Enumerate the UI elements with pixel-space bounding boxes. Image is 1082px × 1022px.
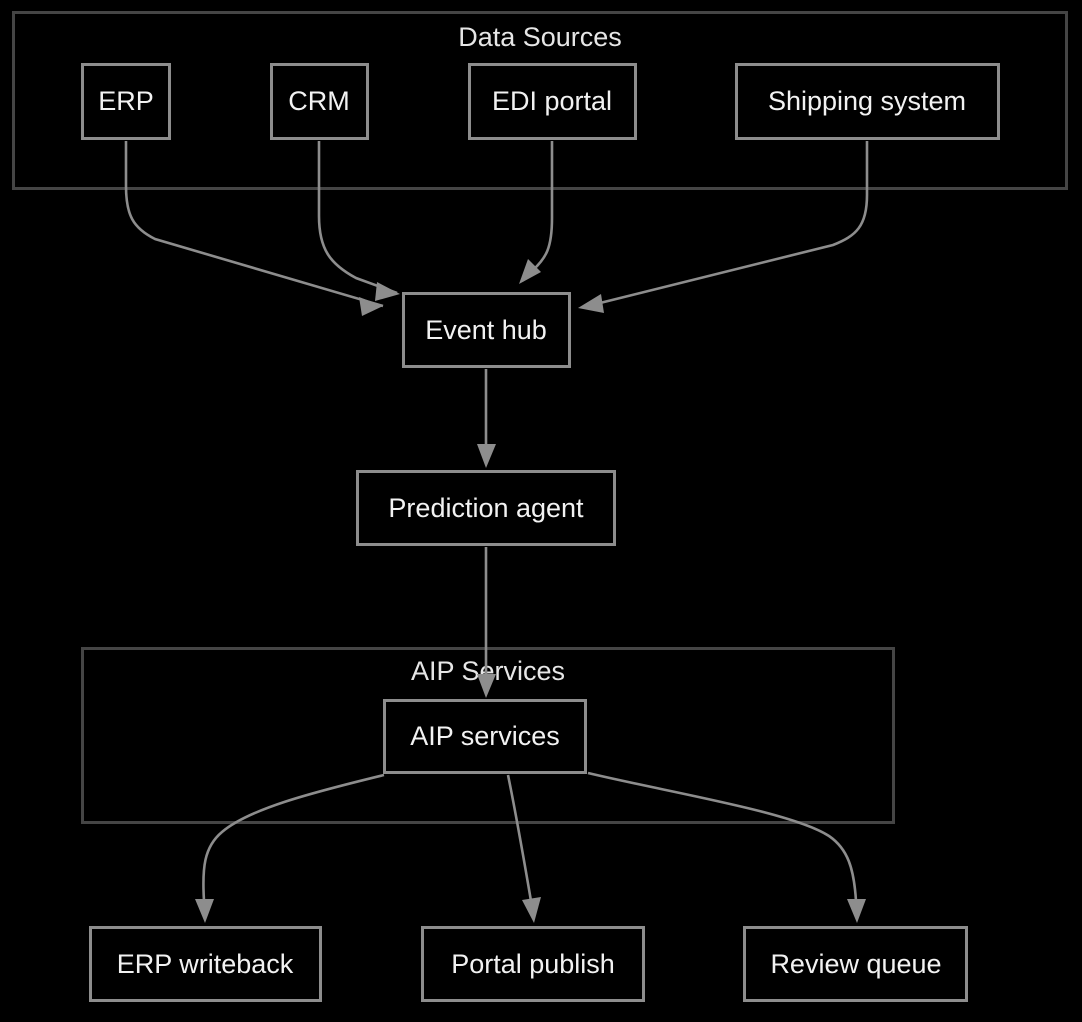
node-aip-services-label: AIP services [410, 721, 560, 751]
node-prediction-agent-rect[interactable] [356, 470, 616, 546]
cluster-data-sources-rect [12, 11, 1068, 190]
node-erp-rect[interactable] [81, 63, 171, 140]
node-shipping-system[interactable]: Shipping system [735, 63, 1000, 140]
edge-aip-services-to-review-queue [587, 771, 866, 923]
edge-aip-services-to-portal-publish-path [506, 774, 533, 902]
node-shipping-system-rect[interactable] [735, 63, 1000, 140]
edge-erp-to-event-hub-path [124, 141, 384, 308]
node-portal-publish[interactable]: Portal publish [421, 926, 645, 1002]
edge-aip-services-to-portal-publish-arrowhead [522, 897, 541, 923]
node-edi-portal[interactable]: EDI portal [468, 63, 637, 140]
node-event-hub-label: Event hub [425, 315, 547, 345]
node-erp-label: ERP [98, 86, 154, 116]
edge-crm-to-event-hub-path [317, 141, 398, 295]
node-prediction-agent-label: Prediction agent [388, 493, 584, 523]
node-review-queue[interactable]: Review queue [743, 926, 968, 1002]
node-portal-publish-rect[interactable] [421, 926, 645, 1002]
edge-event-hub-to-prediction-agent-arrowhead [477, 444, 496, 468]
node-aip-services[interactable]: AIP services [383, 699, 587, 774]
node-prediction-agent[interactable]: Prediction agent [356, 470, 616, 546]
edge-aip-services-to-portal-publish [506, 774, 541, 923]
edge-shipping-system-to-event-hub [578, 141, 869, 313]
edge-crm-to-event-hub-arrowhead [375, 282, 400, 301]
node-erp-writeback-label: ERP writeback [117, 949, 294, 979]
cluster-aip-services-rect [81, 647, 895, 824]
node-shipping-system-label: Shipping system [768, 86, 966, 116]
edge-edi-portal-to-event-hub [519, 141, 554, 284]
node-event-hub[interactable]: Event hub [402, 292, 571, 368]
edge-aip-services-to-review-queue-path [587, 771, 858, 902]
edge-edi-portal-to-event-hub-path [521, 141, 554, 282]
edge-aip-services-to-erp-writeback-arrowhead [195, 899, 214, 923]
node-erp-writeback[interactable]: ERP writeback [89, 926, 322, 1002]
node-edi-portal-rect[interactable] [468, 63, 637, 140]
edge-prediction-agent-to-aip-services-arrowhead [477, 674, 496, 698]
node-aip-services-rect[interactable] [383, 699, 587, 774]
edge-prediction-agent-to-aip-services [477, 547, 496, 698]
edge-crm-to-event-hub [317, 141, 400, 301]
edge-aip-services-to-review-queue-arrowhead [847, 899, 866, 923]
node-erp[interactable]: ERP [81, 63, 171, 140]
node-portal-publish-label: Portal publish [451, 949, 615, 979]
edge-aip-services-to-erp-writeback-path [202, 773, 385, 902]
edge-shipping-system-to-event-hub-arrowhead [578, 294, 604, 313]
node-event-hub-rect[interactable] [402, 292, 571, 368]
cluster-data-sources: Data Sources [12, 11, 1068, 190]
edge-aip-services-to-erp-writeback [195, 773, 385, 923]
node-review-queue-label: Review queue [770, 949, 941, 979]
cluster-data-sources-label: Data Sources [458, 22, 622, 52]
node-erp-writeback-rect[interactable] [89, 926, 322, 1002]
edge-edi-portal-to-event-hub-arrowhead [519, 259, 541, 284]
node-crm[interactable]: CRM [270, 63, 369, 140]
node-crm-label: CRM [288, 86, 350, 116]
node-crm-rect[interactable] [270, 63, 369, 140]
edge-shipping-system-to-event-hub-path [599, 141, 869, 305]
cluster-aip-services: AIP Services [81, 647, 895, 824]
edge-erp-to-event-hub [124, 141, 384, 316]
edge-event-hub-to-prediction-agent [477, 369, 496, 468]
node-edi-portal-label: EDI portal [492, 86, 612, 116]
node-review-queue-rect[interactable] [743, 926, 968, 1002]
edge-erp-to-event-hub-arrowhead [359, 297, 383, 316]
